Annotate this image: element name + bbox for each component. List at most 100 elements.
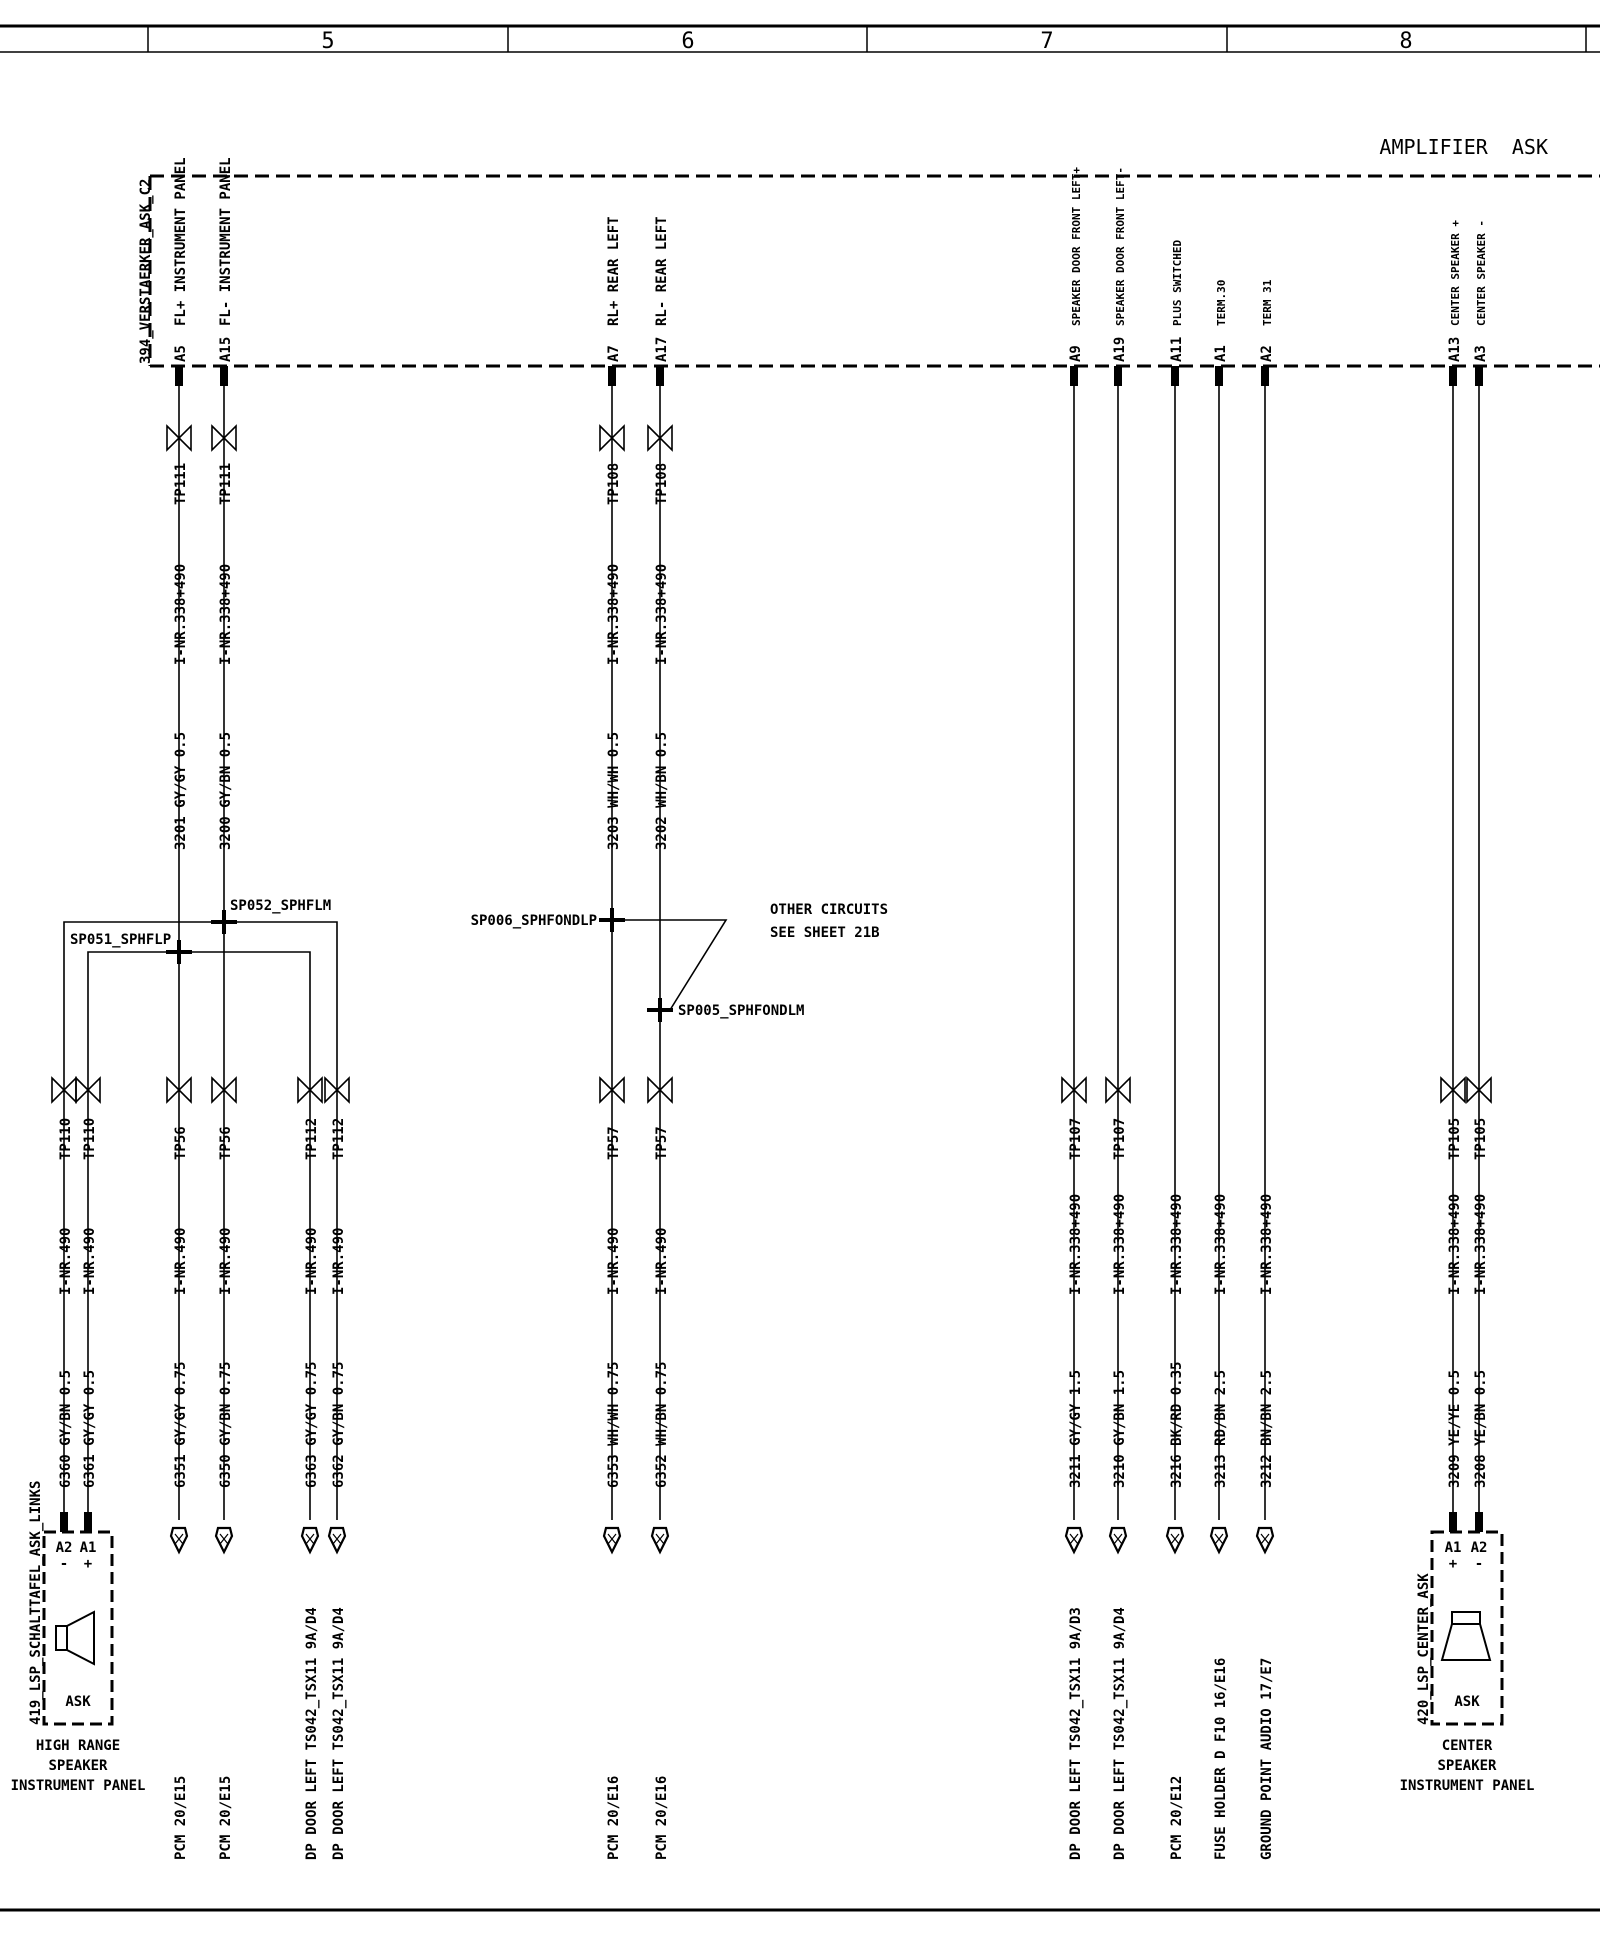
amplifier-pin-number: A13 — [1447, 337, 1463, 362]
test-point-label: TP105 — [1473, 1118, 1489, 1160]
left-speaker-tag: ASK — [65, 1694, 91, 1710]
center-speaker-caption-3: INSTRUMENT PANEL — [1400, 1778, 1535, 1794]
harness-label: I-NR.490 — [218, 1228, 234, 1295]
amplifier-pin-label: SPEAKER DOOR FRONT LEFT+ — [1070, 167, 1083, 326]
destination-label: DP DOOR LEFT TS042_TSX11 9A/D4 — [331, 1607, 347, 1860]
test-point-label: TP110 — [58, 1118, 74, 1160]
destination-label: DP DOOR LEFT TS042_TSX11 9A/D4 — [1112, 1607, 1128, 1860]
destination-label: DP DOOR LEFT TS042_TSX11 9A/D4 — [304, 1607, 320, 1860]
pin-terminal — [1449, 1512, 1457, 1532]
test-point-label: TP112 — [331, 1118, 347, 1160]
amplifier-pin-label: CENTER SPEAKER + — [1449, 220, 1462, 326]
center-speaker-connector-name: 420_LSP_CENTER_ASK — [1416, 1573, 1432, 1725]
destination-label: FUSE HOLDER D F10 16/E16 — [1213, 1658, 1229, 1860]
center-speaker-tag: ASK — [1454, 1694, 1480, 1710]
test-point-label: TP107 — [1112, 1118, 1128, 1160]
harness-label: I-NR.490 — [58, 1228, 74, 1295]
test-point-label: TP56 — [173, 1126, 189, 1160]
destination-label: PCM 20/E12 — [1169, 1776, 1185, 1860]
test-point-label: TP57 — [606, 1126, 622, 1160]
harness-label: I-NR.490 — [331, 1228, 347, 1295]
test-point-label: TP56 — [218, 1126, 234, 1160]
test-point-label: TP111 — [218, 463, 234, 505]
wire-label: 3200 GY/BN 0.5 — [218, 732, 234, 850]
splice-sp005-label: SP005_SPHFONDLM — [678, 1003, 804, 1019]
destination-label: PCM 20/E15 — [218, 1776, 234, 1860]
amplifier-box: 394_VERSTAERKER_ASK_C2 — [138, 174, 1600, 368]
wire-label: 3210 GY/BN 1.5 — [1112, 1370, 1128, 1488]
amplifier-pin-number: A3 — [1473, 345, 1489, 362]
wire-end-plug — [300, 1526, 320, 1554]
left-speaker-pol-minus: - — [60, 1556, 68, 1572]
harness-label: I-NR.490 — [606, 1228, 622, 1295]
center-speaker-pol-plus: + — [1449, 1556, 1457, 1572]
test-point-label: TP105 — [1447, 1118, 1463, 1160]
wire-label: 3201 GY/GY 0.5 — [173, 732, 189, 850]
left-speaker-connector-name: 419_LSP_SCHALTTAFEL_ASK_LINKS — [28, 1481, 44, 1725]
destination-label: DP DOOR LEFT TS042_TSX11 9A/D3 — [1068, 1607, 1084, 1860]
test-point-label: TP110 — [82, 1118, 98, 1160]
wire-end-plug — [1165, 1526, 1185, 1554]
center-speaker-pin-a1: A1 — [1445, 1540, 1462, 1556]
wire-label: 6350 GY/BN 0.75 — [218, 1362, 234, 1488]
harness-label: I-NR.490 — [304, 1228, 320, 1295]
wire-label: 6363 GY/GY 0.75 — [304, 1362, 320, 1488]
splice-markers — [166, 908, 673, 1022]
harness-label: I-NR.490 — [654, 1228, 670, 1295]
harness-label: I-NR.338+490 — [218, 564, 234, 665]
harness-label: I-NR.338+490 — [654, 564, 670, 665]
wire-label: 6361 GY/GY 0.5 — [82, 1370, 98, 1488]
pin-terminal — [84, 1512, 92, 1532]
wire-label: 3203 WH/WH 0.5 — [606, 732, 622, 850]
center-speaker-caption-1: CENTER — [1442, 1738, 1493, 1754]
amplifier-pin-label: FL+ INSTRUMENT PANEL — [173, 157, 189, 326]
amplifier-pin-label: TERM.30 — [1215, 280, 1228, 326]
pin-terminal — [1475, 1512, 1483, 1532]
wire-label: 3213 RD/BN 2.5 — [1213, 1370, 1229, 1488]
harness-label: I-NR.338+490 — [1447, 1194, 1463, 1295]
amplifier-pin-label: PLUS SWITCHED — [1171, 240, 1184, 326]
amplifier-pin-label: FL- INSTRUMENT PANEL — [218, 157, 234, 326]
amplifier-pin-number: A9 — [1068, 345, 1084, 362]
wire-end-plug — [1209, 1526, 1229, 1554]
test-point-label: TP108 — [654, 463, 670, 505]
amplifier-pin-label: TERM 31 — [1261, 279, 1274, 326]
wire-end-plug — [1064, 1526, 1084, 1554]
amplifier-pin-number: A17 — [654, 337, 670, 362]
amplifier-pin-label: SPEAKER DOOR FRONT LEFT- — [1114, 167, 1127, 326]
harness-label: I-NR.338+490 — [606, 564, 622, 665]
destination-label: PCM 20/E16 — [606, 1776, 622, 1860]
wire-end-plug — [602, 1526, 622, 1554]
amplifier-pin-label: RL- REAR LEFT — [654, 216, 670, 326]
amplifier-pin-number: A2 — [1259, 345, 1275, 362]
harness-label: I-NR.338+490 — [173, 564, 189, 665]
harness-label: I-NR.338+490 — [1169, 1194, 1185, 1295]
wire-end-plug — [169, 1526, 189, 1554]
test-point-label: TP107 — [1068, 1118, 1084, 1160]
pin-terminal — [60, 1512, 68, 1532]
amplifier-pin-number: A19 — [1112, 337, 1128, 362]
amplifier-pin-number: A5 — [173, 345, 189, 362]
destination-label: PCM 20/E16 — [654, 1776, 670, 1860]
center-speaker: 420_LSP_CENTER_ASK A1 A2 + - ASK CENTER … — [1400, 1530, 1535, 1794]
wire-end-plug — [1108, 1526, 1128, 1554]
center-speaker-caption-2: SPEAKER — [1437, 1758, 1497, 1774]
wire-label: 6360 GY/BN 0.5 — [58, 1370, 74, 1488]
amplifier-title: AMPLIFIER ASK — [1379, 135, 1548, 159]
other-circuits-note: OTHER CIRCUITS — [770, 902, 888, 918]
amplifier-pin-number: A11 — [1169, 337, 1185, 362]
left-speaker-pol-plus: + — [84, 1556, 92, 1572]
left-speaker-pin-a2: A2 — [56, 1540, 73, 1556]
splice-sp052-label: SP052_SPHFLM — [230, 898, 331, 914]
amplifier-connector-name: 394_VERSTAERKER_ASK_C2 — [138, 179, 154, 364]
harness-label: I-NR.338+490 — [1213, 1194, 1229, 1295]
wire-label: 6351 GY/GY 0.75 — [173, 1362, 189, 1488]
test-point-label: TP57 — [654, 1126, 670, 1160]
test-point-label: TP112 — [304, 1118, 320, 1160]
wire-label: 3216 BK/RD 0.35 — [1169, 1362, 1185, 1488]
amplifier-pin-number: A7 — [606, 345, 622, 362]
high-range-speaker: 419_LSP_SCHALTTAFEL_ASK_LINKS A2 A1 - + … — [11, 1481, 146, 1794]
zone-6-label: 6 — [681, 29, 694, 54]
